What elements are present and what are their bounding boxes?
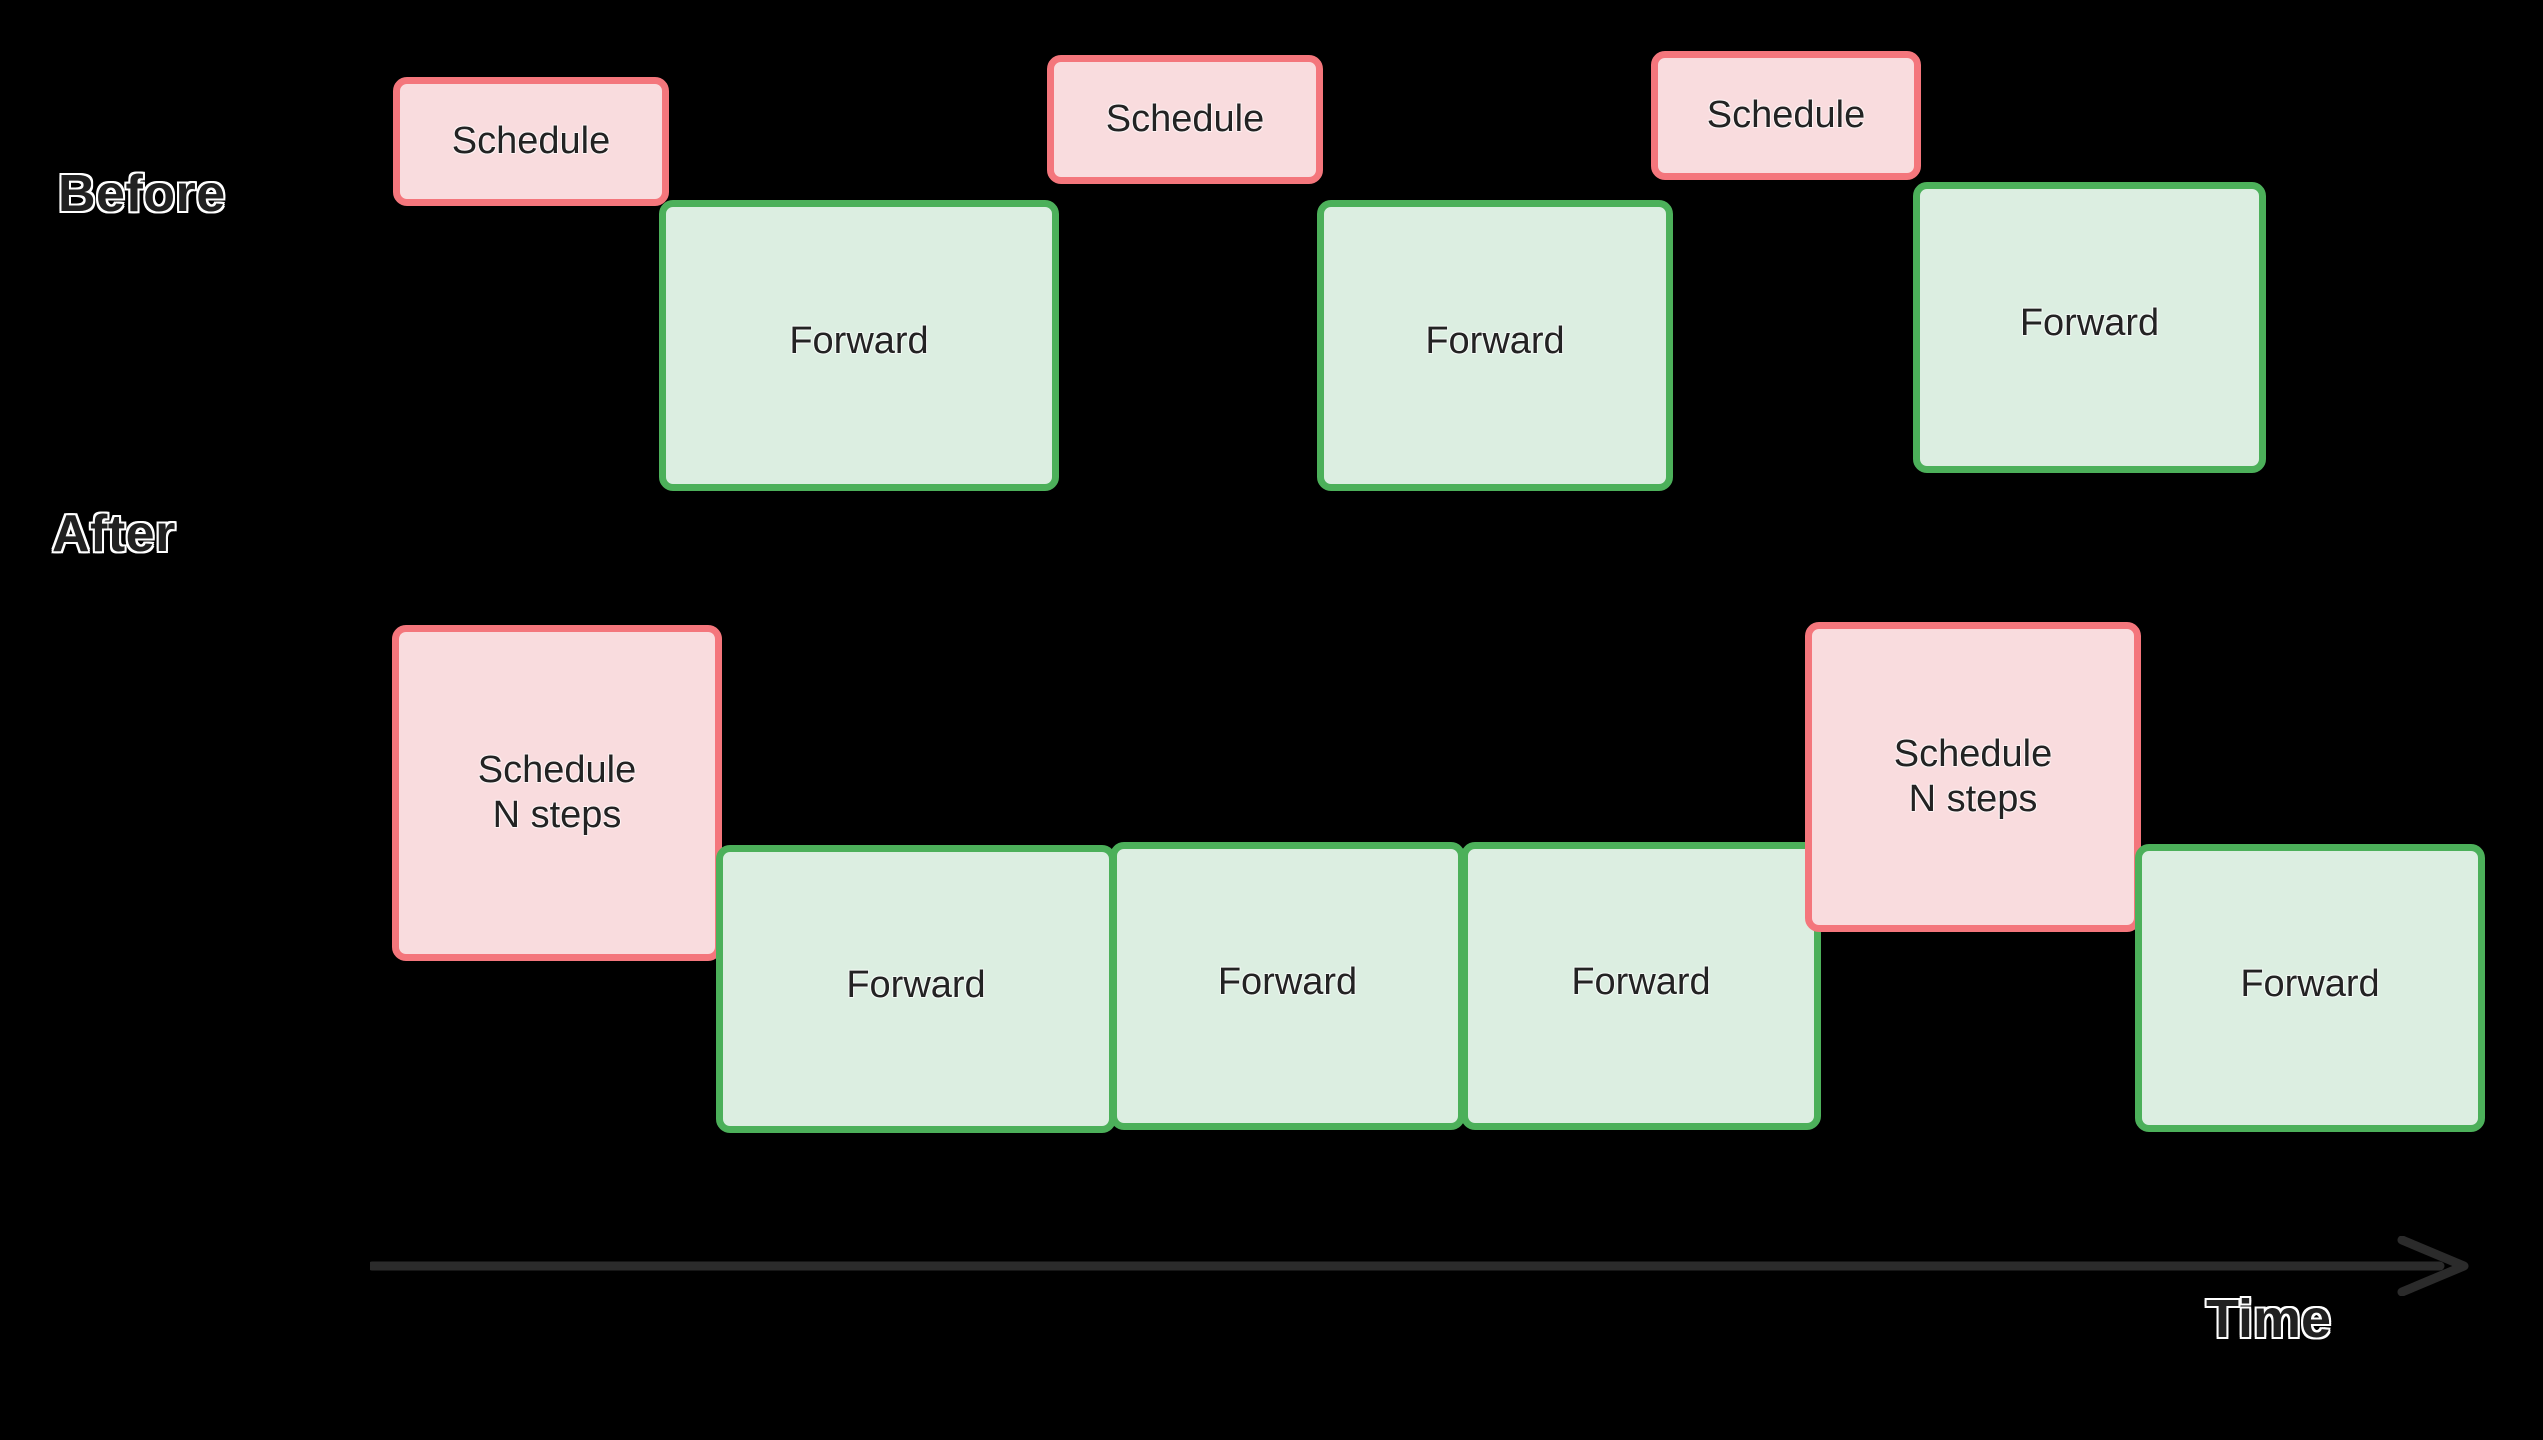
- forward-block: Forward: [716, 845, 1116, 1133]
- block-label: Forward: [789, 320, 929, 363]
- forward-block: Forward: [1317, 200, 1673, 491]
- block-label: Schedule: [1105, 98, 1265, 141]
- block-label: Forward: [1571, 960, 1711, 1003]
- block-label: Schedule N steps: [477, 749, 637, 836]
- schedule-block: Schedule: [1651, 51, 1921, 180]
- forward-block: Forward: [659, 200, 1059, 491]
- schedule-block: Schedule: [393, 77, 669, 206]
- schedule-block: Schedule: [1047, 55, 1323, 184]
- block-label: Forward: [846, 963, 986, 1006]
- forward-block: Forward: [2135, 844, 2485, 1132]
- time-axis-arrow-icon: [370, 1236, 2480, 1296]
- row-label-after: After: [52, 505, 176, 563]
- row-label-before: Before: [58, 165, 226, 223]
- forward-block: Forward: [1110, 842, 1465, 1130]
- block-label: Forward: [2019, 302, 2160, 345]
- block-label: Forward: [1425, 320, 1565, 363]
- block-label: Schedule N steps: [1893, 733, 2053, 820]
- block-label: Schedule: [451, 120, 611, 163]
- time-axis-label: Time: [2206, 1289, 2332, 1349]
- forward-block: Forward: [1461, 842, 1821, 1130]
- schedule-n-steps-block: Schedule N steps: [392, 625, 722, 961]
- block-label: Forward: [2240, 962, 2380, 1005]
- forward-block: Forward: [1913, 182, 2266, 473]
- block-label: Forward: [1217, 960, 1358, 1003]
- schedule-n-steps-block: Schedule N steps: [1805, 622, 2141, 932]
- block-label: Schedule: [1706, 94, 1866, 137]
